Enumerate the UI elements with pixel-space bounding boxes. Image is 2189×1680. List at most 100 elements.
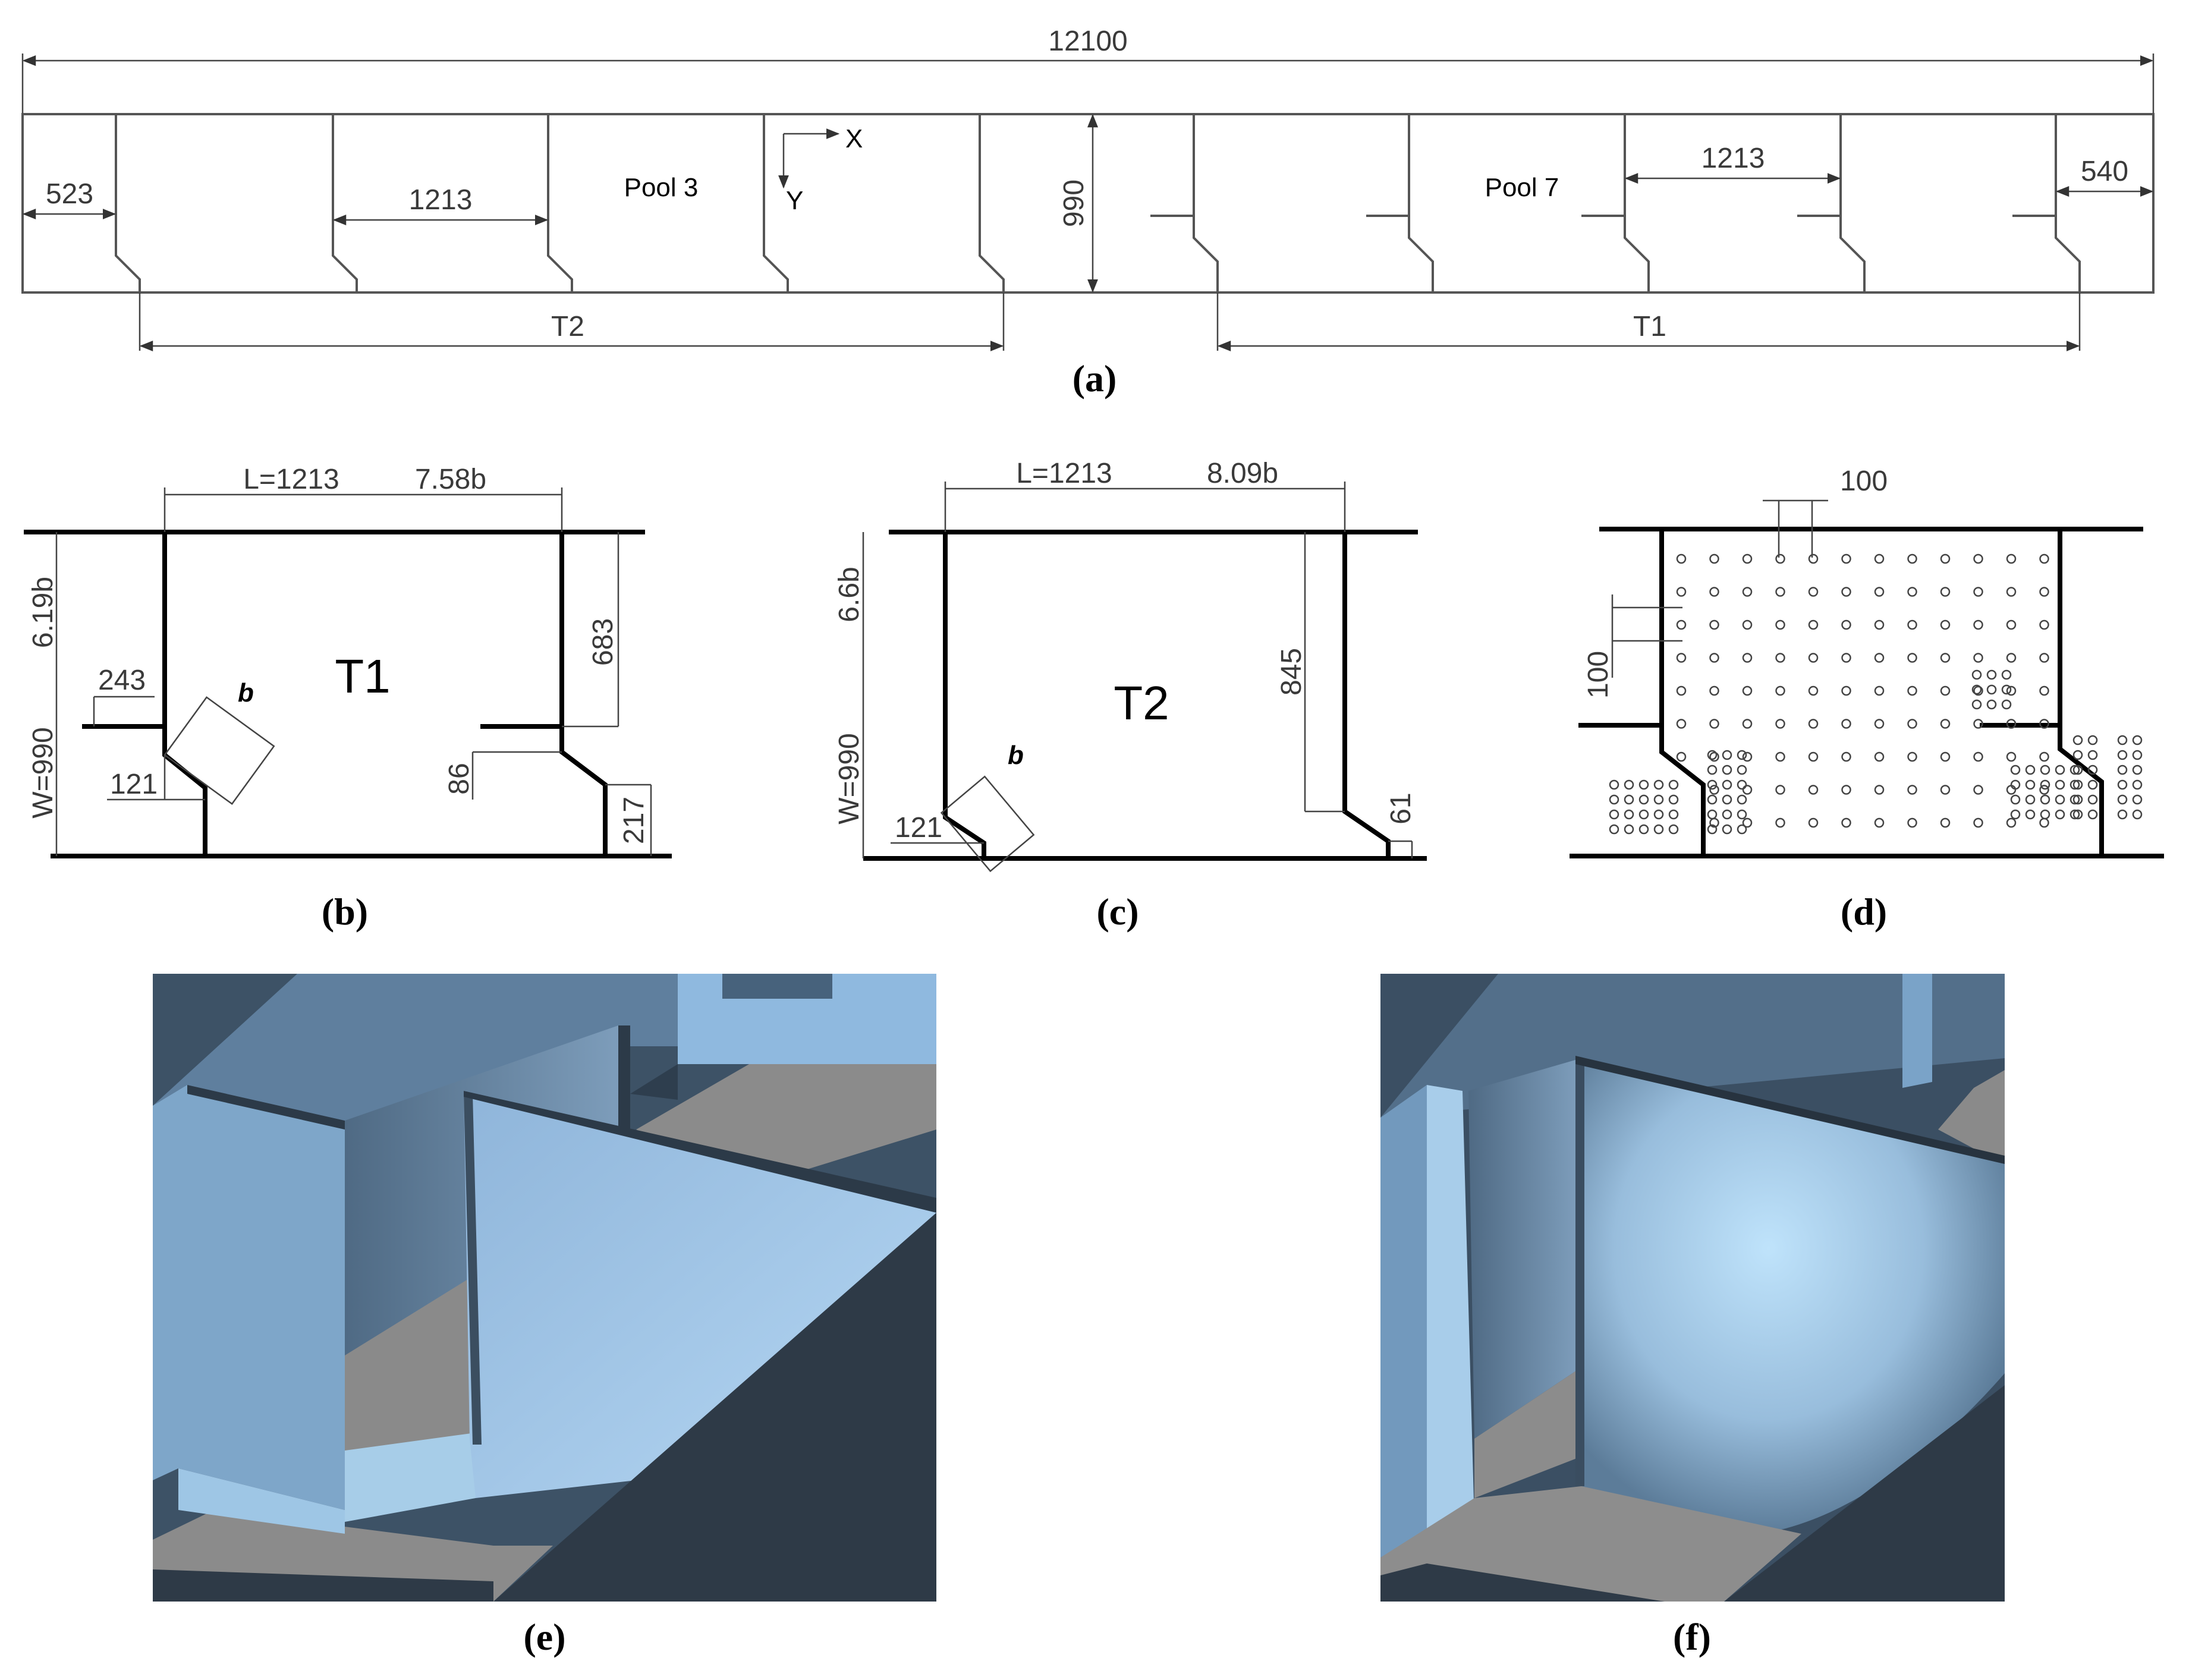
measurement-point [1973, 653, 1983, 663]
measurement-point [2117, 809, 2128, 820]
measurement-point [2025, 779, 2036, 790]
measurement-point [2025, 794, 2036, 805]
measurement-point [1707, 765, 1718, 775]
measurement-point [1841, 685, 1851, 696]
grid-spacing-y-label: 100 [1583, 651, 1614, 699]
measurement-point [1737, 794, 1747, 805]
measurement-point [1971, 699, 1982, 710]
measurement-point [1709, 719, 1719, 729]
measurement-point [2039, 619, 2049, 630]
measurement-point [2006, 587, 2017, 597]
dim-1213-right-label: 1213 [1701, 143, 1765, 174]
t1-ratio-l-label: 7.58b [415, 464, 486, 495]
measurement-point [1907, 719, 1917, 729]
axis-x-label: X [845, 124, 863, 153]
measurement-point [2055, 809, 2065, 820]
caption-e: (e) [523, 1616, 565, 1658]
measurement-point [1624, 824, 1634, 835]
measurement-point [2025, 765, 2036, 775]
t1-dim-217-label: 217 [618, 797, 650, 844]
t1-range-label: T1 [1633, 311, 1666, 342]
measurement-point [2072, 809, 2083, 820]
measurement-point [2117, 735, 2128, 745]
measurement-point [1973, 685, 1983, 696]
measurement-point [1940, 751, 1951, 762]
measurement-point [1907, 751, 1917, 762]
dim-1213-left-label: 1213 [409, 184, 473, 216]
measurement-point [2070, 809, 2080, 820]
measurement-point [2070, 794, 2080, 805]
measurement-point [1742, 751, 1753, 762]
t2-dim-61-label: 61 [1385, 792, 1417, 824]
measurement-point [1742, 587, 1753, 597]
measurement-point [1653, 809, 1664, 820]
caption-c: (c) [1096, 891, 1138, 933]
measurement-point [2001, 699, 2012, 710]
measurement-point [1709, 619, 1719, 630]
measurement-point [2055, 794, 2065, 805]
measurement-point [2039, 785, 2049, 795]
measurement-point [1737, 779, 1747, 790]
measurement-point [2001, 684, 2012, 695]
t2-dim-121-label: 121 [895, 812, 942, 844]
measurement-point [1668, 824, 1679, 835]
measurement-point [1742, 719, 1753, 729]
measurement-point [1940, 817, 1951, 828]
measurement-point [1722, 809, 1732, 820]
measurement-point [2087, 794, 2098, 805]
measurement-point [1971, 684, 1982, 695]
measurement-point [2087, 750, 2098, 760]
measurement-point [1742, 619, 1753, 630]
measurement-point [1775, 553, 1785, 564]
t2-dim-845-label: 845 [1276, 648, 1307, 696]
measurement-point [1624, 794, 1634, 805]
measurement-point [1709, 553, 1719, 564]
measurement-point [1940, 619, 1951, 630]
panel-c: L=1213 8.09b 6.6b W=990 T2 845 121 b 61 … [834, 458, 1427, 933]
measurement-point [2006, 751, 2017, 762]
measurement-point [2039, 653, 2049, 663]
measurement-point [2039, 817, 2049, 828]
measurement-point [1874, 785, 1885, 795]
measurement-point [1874, 817, 1885, 828]
measurement-point [2010, 809, 2021, 820]
measurement-point [2001, 669, 2012, 680]
measurement-point [1973, 553, 1983, 564]
measurement-point [1742, 653, 1753, 663]
measurement-point [2039, 751, 2049, 762]
measurement-point [1907, 685, 1917, 696]
measurement-point [1841, 587, 1851, 597]
panel-f-3d-view: (f) [1380, 974, 2005, 1658]
measurement-point [1676, 719, 1687, 729]
measurement-point [1841, 817, 1851, 828]
measurement-point [1609, 809, 1619, 820]
measurement-point [1775, 785, 1785, 795]
measurement-point [1668, 779, 1679, 790]
measurement-point [1676, 587, 1687, 597]
t1-ratio-w-label: 6.19b [27, 577, 59, 648]
measurement-point [1907, 817, 1917, 828]
t2-width-label: W=990 [834, 733, 865, 824]
measurement-point [1808, 653, 1819, 663]
t1-dim-243-label: 243 [98, 665, 146, 696]
measurement-point [1841, 785, 1851, 795]
measurement-point [2040, 765, 2050, 775]
measurement-point [1709, 785, 1719, 795]
measurement-point [1742, 785, 1753, 795]
measurement-point [1676, 751, 1687, 762]
t2-slot-width-box [940, 775, 1035, 873]
caption-d: (d) [1841, 891, 1887, 933]
measurement-point [1874, 653, 1885, 663]
measurement-point [1653, 794, 1664, 805]
measurement-point [2132, 809, 2143, 820]
measurement-point [2010, 794, 2021, 805]
measurement-point [1907, 553, 1917, 564]
measurement-point [1742, 817, 1753, 828]
measurement-point [1874, 685, 1885, 696]
measurement-point [2010, 779, 2021, 790]
t1-title: T1 [335, 650, 390, 703]
measurement-point-grid [1609, 553, 2143, 835]
measurement-point [1737, 809, 1747, 820]
measurement-point [2132, 750, 2143, 760]
measurement-point [2087, 735, 2098, 745]
